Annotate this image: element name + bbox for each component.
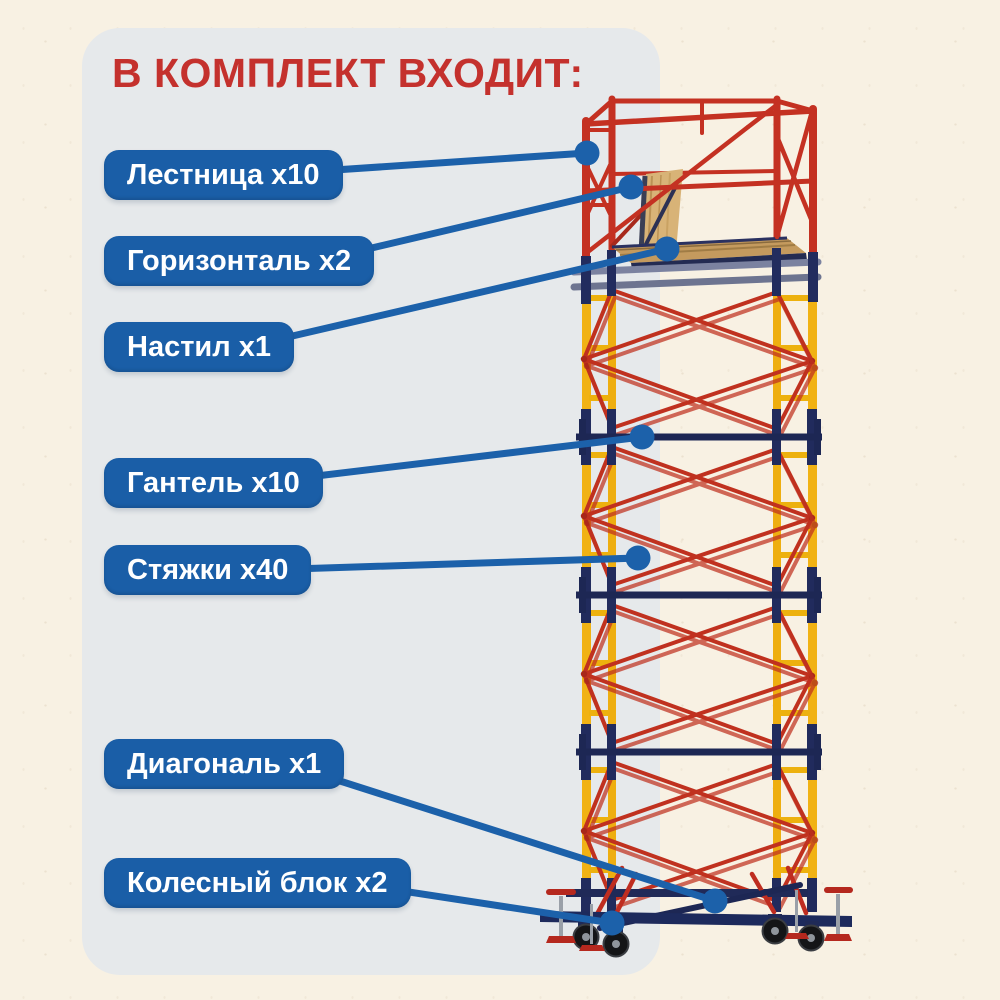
label-dumbbell: Гантель x10 [104, 458, 323, 508]
callout-dot-diagonal [702, 888, 728, 914]
dumbbell-joints [576, 409, 822, 780]
callout-line-deck [241, 245, 671, 351]
callout-line-diagonal [286, 761, 719, 905]
page-title: В КОМПЛЕКТ ВХОДИТ: [112, 50, 584, 96]
callout-dot-wheel-block [599, 910, 625, 936]
callout-dots [574, 140, 728, 936]
tie-rods [578, 288, 821, 910]
callout-line-ties [258, 554, 642, 574]
label-ladder: Лестница x10 [104, 150, 343, 200]
callout-dot-ties [625, 545, 651, 571]
label-deck: Настил x1 [104, 322, 294, 372]
label-ties: Стяжки x40 [104, 545, 312, 595]
label-diagonal: Диагональ x1 [104, 739, 345, 789]
label-wheel-block: Колесный блок x2 [104, 858, 411, 908]
callout-line-horizontal [321, 183, 635, 263]
callout-dot-dumbbell [629, 424, 655, 450]
post-top-sleeves [581, 248, 818, 304]
callout-dot-deck [654, 236, 680, 262]
label-horizontal: Горизонталь x2 [104, 236, 375, 286]
callout-dot-horizontal [618, 174, 644, 200]
callout-dot-ladder [574, 140, 600, 166]
